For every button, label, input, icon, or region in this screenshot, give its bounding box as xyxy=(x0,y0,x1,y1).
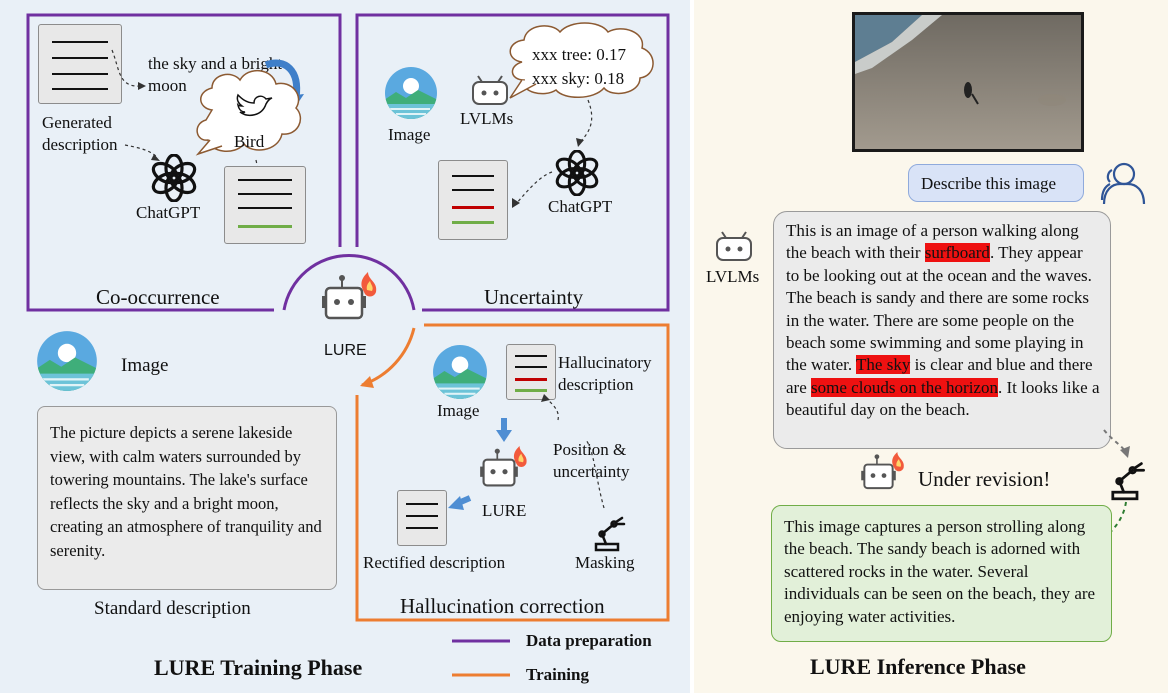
hallucinatory-label: Hallucinatory description xyxy=(558,353,652,394)
lvlm-robot-icon xyxy=(472,75,508,105)
correction-lure-label: LURE xyxy=(482,501,527,520)
inference-lvlms-label: LVLMs xyxy=(706,267,760,286)
revised-output-bubble: This image captures a person strolling a… xyxy=(771,505,1112,642)
revised-output-text: This image captures a person strolling a… xyxy=(784,517,1096,626)
correction-arrows xyxy=(448,394,605,510)
hallucinated-span: some clouds on the horizon xyxy=(811,377,998,397)
cooccurrence-caption: the sky and a bright moon xyxy=(148,54,283,95)
inference-lvlm-robot-icon xyxy=(716,231,752,261)
legend-training: Training xyxy=(526,665,589,684)
arc-arrowhead xyxy=(360,376,374,388)
score-sky: xxx sky: 0.18 xyxy=(532,69,625,88)
training-frames xyxy=(26,13,670,677)
cooccurrence-chatgpt-label: ChatGPT xyxy=(136,203,201,222)
uncertainty-title: Uncertainty xyxy=(484,285,584,309)
center-lure-label: LURE xyxy=(324,342,367,359)
standard-description-label: Standard description xyxy=(94,598,251,619)
uncertainty-frame xyxy=(355,13,670,312)
chatgpt-icon xyxy=(151,154,197,202)
generated-description-label: Generated description xyxy=(42,113,118,154)
cooccurrence-title: Co-occurrence xyxy=(96,285,220,309)
beach-photo xyxy=(852,12,1084,152)
uncertainty-image-icon xyxy=(385,67,437,119)
uncertainty-lvlms-label: LVLMs xyxy=(460,109,514,128)
uncertainty-image-label: Image xyxy=(388,125,431,144)
training-phase-title: LURE Training Phase xyxy=(154,655,363,680)
center-arc-purple xyxy=(282,253,416,311)
output-text-span: . They appear to be looking out at the o… xyxy=(786,243,1092,375)
uncertainty-chatgpt-icon xyxy=(555,150,599,196)
output-text-span: This is an image of a person walking alo… xyxy=(786,221,1079,263)
bird-icon xyxy=(236,93,273,117)
uncertainty-arrows xyxy=(512,99,593,208)
inference-lure-robot-icon xyxy=(861,452,904,490)
lure-robot-icon xyxy=(322,272,377,320)
user-icon xyxy=(1100,162,1146,205)
inference-robot-arm-icon xyxy=(1111,462,1145,501)
standard-image-icon xyxy=(37,331,97,391)
score-cloud xyxy=(509,22,654,99)
masking-label: Masking xyxy=(575,553,635,572)
position-uncertainty-label: Position & uncertainty xyxy=(553,440,630,481)
lvlm-output-bubble: This is an image of a person walking alo… xyxy=(773,211,1111,449)
rectified-doc-icon xyxy=(397,490,447,546)
hallucinated-span: The sky xyxy=(856,355,911,375)
revision-label: Under revision! xyxy=(918,467,1051,491)
standard-image-label: Image xyxy=(121,355,169,376)
score-tree: xxx tree: 0.17 xyxy=(532,45,626,64)
standard-description-text: The picture depicts a serene lakeside vi… xyxy=(50,423,322,560)
legend-data-preparation: Data preparation xyxy=(526,631,652,650)
correction-lure-robot-icon xyxy=(480,446,527,487)
generated-description-doc-icon xyxy=(38,24,122,104)
output-text-span: . It looks like a beautiful day on the b… xyxy=(786,377,1100,420)
inference-phase-title: LURE Inference Phase xyxy=(810,654,1026,679)
standard-description-box: The picture depicts a serene lakeside vi… xyxy=(37,406,337,590)
correction-image-label: Image xyxy=(437,401,480,420)
hallucinated-span: surfboard xyxy=(924,243,990,263)
correction-frame xyxy=(355,323,670,622)
user-prompt-text: Describe this image xyxy=(921,174,1057,193)
correction-title: Hallucination correction xyxy=(400,594,605,618)
hallucinatory-doc-icon xyxy=(506,344,556,400)
uncertainty-chatgpt-label: ChatGPT xyxy=(548,197,613,216)
uncertainty-output-doc-icon xyxy=(438,160,508,240)
rectified-label: Rectified description xyxy=(363,553,506,572)
bird-label: Bird xyxy=(234,132,265,151)
user-prompt-bubble: Describe this image xyxy=(908,164,1084,202)
correction-image-icon xyxy=(433,345,487,399)
output-text-span: is clear and blue and there are xyxy=(786,355,1093,397)
cooccurrence-output-doc-icon xyxy=(224,166,306,244)
cooccurrence-frame xyxy=(26,13,342,312)
masking-robot-arm-icon xyxy=(594,516,626,552)
